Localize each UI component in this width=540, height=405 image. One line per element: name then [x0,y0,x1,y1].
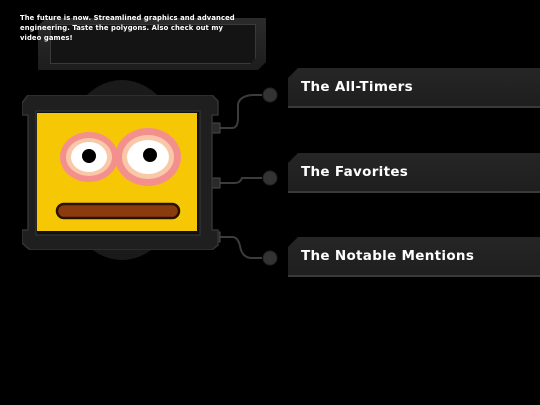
menu-item-label: The All-Timers [301,79,413,95]
menu-item-label: The Notable Mentions [301,248,475,264]
mouth [55,202,181,220]
wire-3 [218,236,262,259]
caption-panel-inner [50,24,256,64]
node-1-icon [262,87,278,103]
menu-item-label: The Favorites [301,164,409,180]
wire-1 [218,94,262,129]
menu-item-all-timers[interactable]: The All-Timers [288,68,540,108]
left-eye-pupil-icon [82,149,96,163]
caption-panel [38,18,266,70]
node-3-icon [262,250,278,266]
menu-item-favorites[interactable]: The Favorites [288,153,540,193]
wire-2 [218,177,262,184]
caption-text: The future is now. Streamlined graphics … [20,14,235,42]
node-2-icon [262,170,278,186]
right-eye-pupil-icon [143,148,157,162]
menu-item-notable-mentions[interactable]: The Notable Mentions [288,237,540,277]
